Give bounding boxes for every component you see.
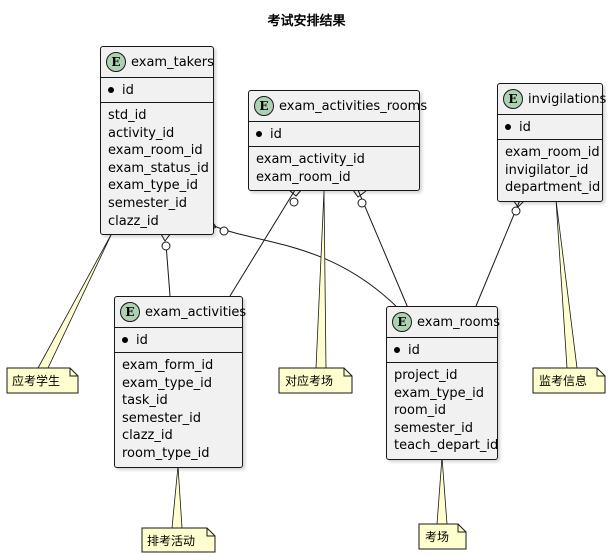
field: exam_type_id bbox=[122, 375, 212, 391]
field: exam_type_id bbox=[394, 385, 484, 401]
note-invigilations-label: 监考信息 bbox=[539, 374, 588, 388]
note-rooms-fold bbox=[457, 524, 466, 533]
note-ear-box bbox=[278, 367, 353, 394]
note-rooms-label: 考场 bbox=[425, 530, 450, 544]
edge-takers-rooms bbox=[213, 225, 401, 311]
entity-invigilations[interactable]: E invigilations id exam_room_id invigila… bbox=[497, 83, 607, 202]
edge-takers-rooms-optional-mark bbox=[219, 226, 229, 236]
note-ear-connector bbox=[315, 190, 327, 369]
note-ear-fold bbox=[343, 368, 352, 377]
note-takers-fold bbox=[69, 368, 78, 377]
note-rooms-connector bbox=[436, 456, 448, 525]
entity-name: exam_activities bbox=[145, 304, 247, 320]
note-rooms-box bbox=[418, 523, 467, 550]
note-activities-rooms-label: 对应考场 bbox=[285, 374, 334, 388]
field: department_id bbox=[505, 180, 601, 196]
note-invig-fold bbox=[596, 368, 605, 377]
note-activities-connector bbox=[171, 465, 183, 529]
edge-ear-activities bbox=[229, 189, 296, 297]
entity-exam-activities-rooms[interactable]: E exam_activities_rooms id exam_activity… bbox=[248, 90, 427, 192]
diagram-title: 考试安排结果 bbox=[267, 14, 346, 29]
field: semester_id bbox=[122, 410, 202, 426]
primary-key: id bbox=[136, 332, 148, 348]
field: exam_form_id bbox=[122, 358, 214, 373]
entity-icon: E bbox=[254, 96, 274, 116]
note-invig-box bbox=[532, 367, 606, 394]
primary-key-icon bbox=[108, 87, 114, 93]
field: project_id bbox=[394, 368, 458, 383]
note-activities-fold bbox=[206, 528, 215, 537]
edge-invig-rooms-optional-mark bbox=[511, 206, 521, 216]
edge-takers-activities bbox=[165, 243, 171, 297]
field: exam_room_id bbox=[108, 143, 203, 159]
note-activities-box bbox=[141, 527, 216, 553]
primary-key: id bbox=[122, 82, 134, 98]
field: activity_id bbox=[108, 125, 175, 141]
field: exam_activity_id bbox=[256, 152, 365, 167]
field: room_id bbox=[394, 403, 446, 419]
primary-key-icon bbox=[256, 131, 262, 137]
primary-key: id bbox=[519, 119, 531, 135]
primary-key: id bbox=[408, 342, 420, 358]
note-takers-box bbox=[6, 367, 79, 394]
note-activities-label: 排考活动 bbox=[147, 533, 196, 548]
entity-exam-takers[interactable]: E exam_takers id std_id activity_id exam… bbox=[100, 46, 214, 236]
field: clazz_id bbox=[108, 213, 159, 229]
field: room_type_id bbox=[122, 445, 210, 461]
entity-icon: E bbox=[392, 312, 412, 332]
edge-ear-rooms-crowfoot bbox=[352, 189, 367, 198]
field: exam_type_id bbox=[108, 178, 198, 194]
edge-invig-rooms bbox=[475, 199, 521, 307]
note-takers-label: 应考学生 bbox=[12, 374, 61, 388]
field: semester_id bbox=[108, 195, 188, 211]
edge-ear-activities-crowfoot bbox=[287, 188, 303, 197]
edge-takers-activities-optional-mark bbox=[161, 241, 171, 251]
note-invig-connector bbox=[555, 199, 578, 369]
edge-takers-activities-crowfoot bbox=[160, 232, 172, 242]
entity-exam-rooms[interactable]: E exam_rooms id project_id exam_type_id … bbox=[386, 306, 500, 460]
entity-name: exam_rooms bbox=[417, 314, 500, 330]
edge-invig-rooms-crowfoot bbox=[512, 199, 526, 208]
entity-icon: E bbox=[106, 52, 126, 72]
field: task_id bbox=[122, 393, 168, 409]
entity-name: exam_activities_rooms bbox=[279, 98, 428, 114]
edge-ear-activities-optional-mark bbox=[289, 197, 299, 207]
field: clazz_id bbox=[122, 428, 173, 444]
edge-ear-rooms-optional-mark bbox=[357, 198, 367, 208]
primary-key: id bbox=[270, 126, 282, 142]
field: teach_depart_id bbox=[394, 438, 499, 454]
edge-ear-rooms bbox=[357, 189, 409, 309]
entity-icon: E bbox=[120, 302, 140, 322]
primary-key-icon bbox=[122, 337, 128, 343]
entity-icon: E bbox=[503, 89, 523, 109]
entity-name: invigilations bbox=[528, 91, 607, 107]
field: invigilator_id bbox=[505, 162, 589, 178]
primary-key-icon bbox=[505, 124, 511, 130]
entity-exam-activities[interactable]: E exam_activities id exam_form_id exam_t… bbox=[114, 296, 247, 468]
field: semester_id bbox=[394, 420, 474, 436]
primary-key-icon bbox=[394, 347, 400, 353]
field: std_id bbox=[108, 108, 147, 123]
entity-name: exam_takers bbox=[131, 54, 214, 70]
field: exam_room_id bbox=[505, 145, 600, 160]
field: exam_room_id bbox=[256, 169, 351, 185]
field: exam_status_id bbox=[108, 160, 209, 176]
note-takers-connector bbox=[37, 232, 113, 369]
